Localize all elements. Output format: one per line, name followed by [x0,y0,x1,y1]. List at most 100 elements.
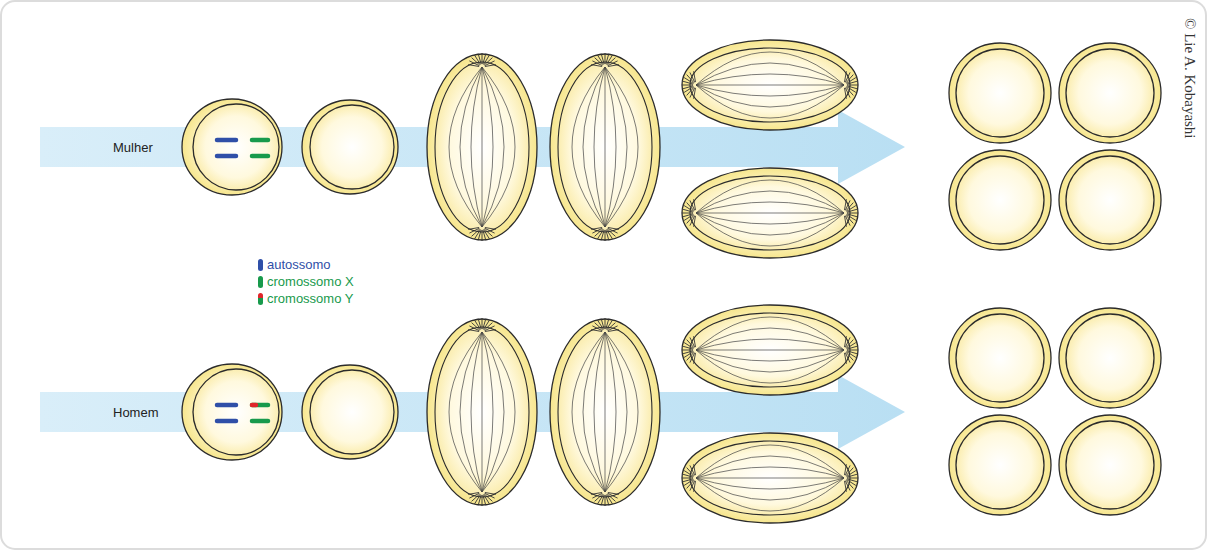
spindle-fiber [696,478,844,479]
spindle-fiber [696,478,844,489]
spindle-fiber [696,445,844,478]
aster-ray [483,230,486,241]
chromosome [217,403,236,408]
cell-membrane [949,150,1051,250]
legend-sample [258,293,263,305]
spindle-fiber [696,85,844,118]
aster-ray [605,230,606,241]
cell-membrane [302,365,398,459]
spindle-fiber [449,332,482,492]
spindle-fiber [594,67,605,227]
aster-ray [485,330,496,332]
spindle-fiber [696,339,844,350]
nucleus [956,421,1044,509]
nucleus [956,49,1044,137]
spindle-fiber [605,67,627,227]
cell [949,308,1051,408]
chromosome [252,154,268,159]
aster-ray [606,495,609,506]
spindle-fiber [605,67,616,227]
cell [1059,308,1161,408]
spindle-fiber [696,328,844,350]
spindle-fiber [696,213,844,214]
spindle-fiber [482,332,504,492]
row-label: Homem [113,405,159,420]
legend-swatch [258,259,263,271]
cell [949,43,1051,143]
nucleus [1066,156,1154,244]
spindle-fiber [696,63,844,85]
watermark: © Lie A. Kobayashi [1181,18,1198,139]
nucleus [1066,421,1154,509]
nucleus [956,156,1044,244]
cell-membrane [550,319,660,505]
cell-membrane [182,364,282,460]
spindle-fiber [696,85,844,86]
spindle-fiber [696,350,844,372]
cell-inner [690,313,850,387]
chromosome [217,419,236,424]
spindle-fiber [482,332,493,492]
legend-row: cromossomo Y [258,291,353,306]
spindle-fiber [605,332,627,492]
spindle-fiber [605,67,638,227]
cell-membrane [182,99,282,195]
aster-ray [683,214,694,217]
chromosome [252,403,268,408]
spindle-fiber [471,332,482,492]
cell-membrane [682,433,858,523]
spindle-fiber [696,317,844,350]
spindle-fiber [572,67,605,227]
spindle-fiber [696,191,844,213]
aster-ray [591,493,602,495]
aster-ray [694,336,696,347]
aster-ray [601,54,604,65]
aster-ray [847,478,858,479]
cell [302,365,398,459]
spindle-fiber [471,67,482,227]
spindle-fiber [696,85,844,96]
spindle-fiber [696,213,844,246]
cell [1059,43,1161,143]
aster-ray [845,216,847,227]
legend-row: cromossomo X [258,274,354,289]
cell-membrane [550,54,660,240]
aster-ray [845,88,847,99]
cell-inner [558,327,652,497]
chromosome [252,403,256,408]
spindle [427,53,537,241]
cell-membrane [302,100,398,194]
cell-membrane [427,54,537,240]
aster-ray [847,346,858,349]
cell-membrane [1059,415,1161,515]
spindle-fiber [696,350,844,351]
cell [1059,150,1161,250]
spindle-fiber [696,350,844,383]
spindle [682,40,858,130]
nucleus [193,369,279,455]
aster-ray [682,213,693,214]
aster-ray [482,495,483,506]
cell-membrane [682,40,858,130]
aster-ray [482,318,483,329]
spindle [682,433,858,523]
chromosome [217,138,236,143]
aster-ray [483,495,486,506]
spindle-fiber [482,332,483,492]
cell-membrane [949,308,1051,408]
aster-ray [694,71,696,82]
aster-ray [482,53,483,64]
aster-ray [847,209,858,212]
nucleus [956,314,1044,402]
row-label: Mulher [113,140,153,155]
spindle-fiber [482,332,515,492]
aster-ray [682,478,693,479]
aster-ray [608,330,619,332]
spindle-fiber [449,67,482,227]
nucleus [1066,314,1154,402]
cell-membrane [682,168,858,258]
spindle-fiber [605,332,638,492]
spindle-fiber [696,478,844,511]
cell [302,100,398,194]
